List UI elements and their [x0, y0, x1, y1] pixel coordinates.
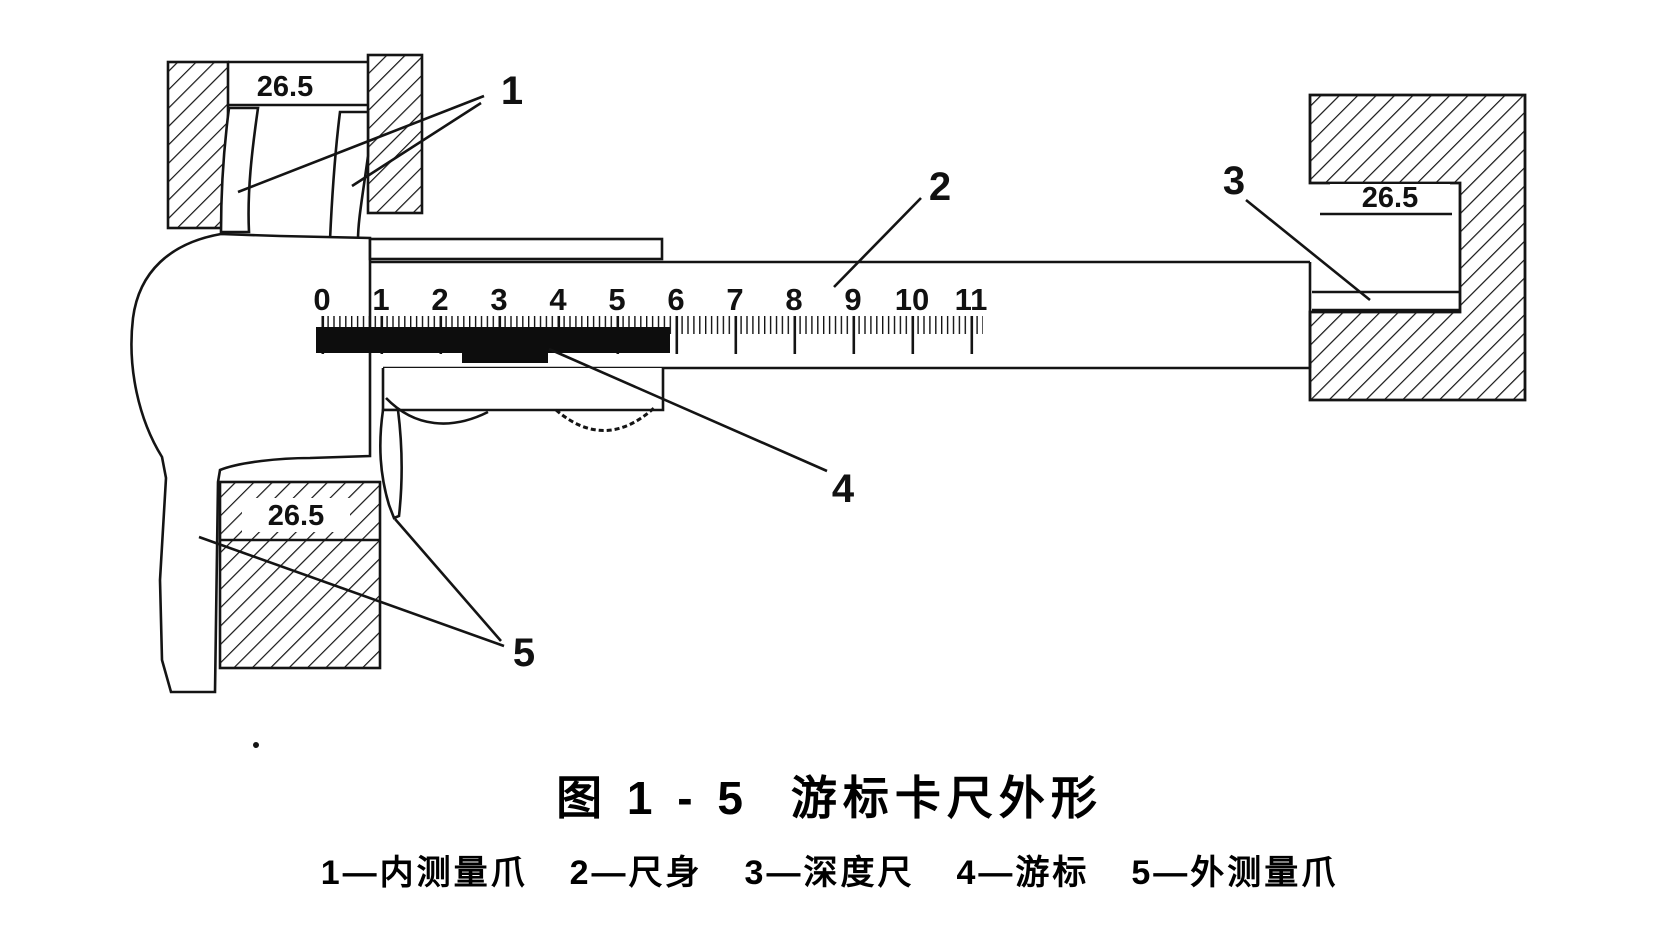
internal-jaw-right [328, 110, 370, 242]
scale-number: 2 [431, 282, 448, 317]
legend-item-2: 2—尺身 [569, 854, 703, 892]
slider-top-bar [368, 237, 664, 261]
external-jaw-moving [379, 408, 403, 520]
leader-3 [1245, 198, 1371, 302]
internal-jaws [219, 106, 370, 242]
scale-number: 11 [955, 282, 988, 317]
figure-legend: 1—内测量爪 2—尺身 3—深度尺 4—游标 5—外测量爪 [0, 845, 1659, 894]
dimension-bottom: 26.5 [268, 500, 324, 532]
leader-lines [198, 94, 1371, 648]
scale-number: 8 [785, 282, 802, 317]
scale-number: 10 [895, 282, 929, 317]
vernier-dense-band-lower [462, 351, 548, 363]
workpiece-right-block: 26.5 [1308, 93, 1527, 402]
scale-number: 9 [844, 282, 861, 317]
figure-caption: 图 1 - 5 游标卡尺外形 [0, 762, 1659, 828]
dimension-top: 26.5 [257, 71, 313, 103]
depth-dimension-backing [1330, 184, 1450, 211]
right-block-outline [1308, 93, 1527, 402]
bottom-dimension-backing [242, 498, 350, 532]
scale-number: 0 [313, 282, 330, 317]
scale-number: 5 [608, 282, 625, 317]
figure-title: 游标卡尺外形 [790, 772, 1103, 824]
main-scale: 0 1 2 3 4 5 6 7 8 9 10 11 [313, 282, 987, 363]
scale-number: 7 [726, 282, 743, 317]
figure-number: 图 1 - 5 [556, 772, 749, 824]
workpiece-top-right-wall [366, 53, 424, 215]
scale-number: 4 [549, 282, 567, 317]
workpiece-top-left-wall [166, 60, 230, 230]
scan-dot [253, 742, 259, 748]
callout-3: 3 [1223, 159, 1245, 203]
legend-item-3: 3—深度尺 [744, 854, 915, 892]
callout-2: 2 [929, 165, 951, 209]
leader-2 [833, 197, 922, 288]
legend-item-5: 5—外测量爪 [1131, 854, 1339, 892]
internal-jaw-left [219, 106, 260, 234]
workpiece-top-slot: 26.5 [166, 53, 424, 230]
scale-number: 3 [490, 282, 507, 317]
leader-4 [548, 347, 828, 473]
slider-root-curve [385, 397, 489, 425]
caliper-fixed-body [130, 232, 372, 694]
scale-numbers: 0 1 2 3 4 5 6 7 8 9 10 11 [313, 282, 987, 317]
dimension-depth: 26.5 [1362, 182, 1418, 214]
workpiece-bottom-block: 26.5 [218, 480, 382, 670]
legend-item-4: 4—游标 [956, 854, 1090, 892]
slider-bottom-bar [381, 368, 665, 412]
leader-5a [198, 535, 505, 648]
callout-1: 1 [501, 69, 523, 113]
leader-1a [237, 94, 485, 194]
leader-1b [351, 101, 482, 188]
legend-item-1: 1—内测量爪 [320, 854, 528, 892]
depth-rod [1312, 290, 1460, 312]
scale-number: 6 [667, 282, 684, 317]
fixed-body-outline [130, 232, 372, 694]
vernier-slider [368, 237, 665, 520]
callout-4: 4 [832, 467, 855, 511]
thumb-grip-serration [555, 406, 656, 432]
leader-5b [394, 518, 502, 642]
scale-number: 1 [372, 282, 389, 317]
callout-5: 5 [513, 631, 535, 675]
vernier-dense-band [316, 327, 670, 353]
callouts: 1 2 3 4 5 [198, 69, 1371, 675]
